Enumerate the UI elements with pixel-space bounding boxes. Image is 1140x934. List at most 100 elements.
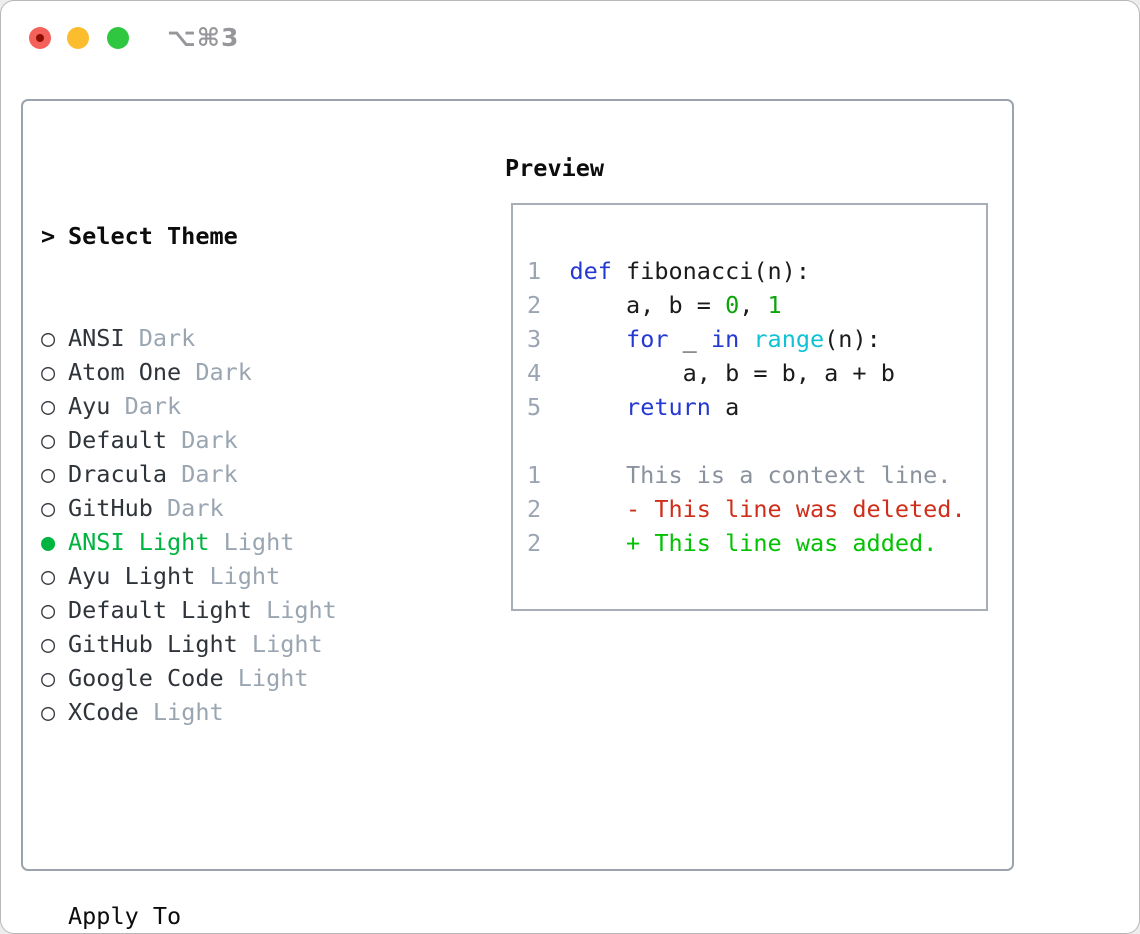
theme-variant: Dark [181, 358, 252, 386]
radio-icon: ○ [41, 562, 56, 590]
code-token: (n): [824, 325, 881, 353]
radio-icon: ○ [41, 358, 56, 386]
code-line: 2 - This line was deleted. [527, 492, 986, 526]
theme-item-ansi-light[interactable]: ● ANSI Light Light [41, 525, 437, 559]
spacer [41, 797, 437, 831]
theme-variant: Dark [167, 460, 238, 488]
theme-item-ayu-light[interactable]: ○ Ayu Light Light [41, 559, 437, 593]
code-token: range [753, 325, 825, 353]
theme-name: XCode [68, 698, 139, 726]
theme-variant: Light [138, 698, 224, 726]
minimize-button[interactable] [67, 27, 89, 49]
code-token: 1 [767, 291, 782, 319]
theme-variant: Light [251, 596, 337, 624]
theme-item-ansi[interactable]: ○ ANSI Dark [41, 321, 437, 355]
code-token: fibonacci(n): [611, 257, 810, 285]
theme-item-default[interactable]: ○ Default Dark [41, 423, 437, 457]
radio-icon: ○ [41, 630, 56, 658]
line-number: 1 [527, 257, 556, 285]
code-token: def [569, 257, 612, 285]
select-theme-title: Select Theme [68, 222, 238, 250]
theme-variant: Light [195, 562, 281, 590]
code-token: in [710, 325, 740, 353]
code-token: + This line was added. [555, 529, 938, 557]
code-line: 2 + This line was added. [527, 526, 986, 560]
apply-to-header: Apply To [41, 899, 437, 933]
code-token [555, 325, 626, 353]
radio-icon: ○ [41, 460, 56, 488]
theme-item-github[interactable]: ○GitHub Dark [41, 491, 437, 525]
theme-item-atom-one[interactable]: ○ Atom One Dark [41, 355, 437, 389]
theme-item-github-light[interactable]: ○GitHub Light Light [41, 627, 437, 661]
line-number: 5 [527, 393, 556, 421]
theme-item-default-light[interactable]: ○ Default Light Light [41, 593, 437, 627]
code-token: _ [668, 325, 711, 353]
code-token: This is a context line. [555, 461, 952, 489]
code-token [555, 257, 569, 285]
theme-item-xcode[interactable]: ○ XCode Light [41, 695, 437, 729]
line-number: 3 [527, 325, 556, 353]
radio-icon: ○ [41, 664, 56, 692]
code-line [527, 424, 986, 458]
close-button[interactable] [29, 27, 51, 49]
radio-icon: ○ [41, 596, 56, 624]
line-number [527, 427, 541, 455]
code-line: 2 a, b = 0, 1 [527, 288, 986, 322]
theme-variant: Light [223, 664, 309, 692]
code-token: for [626, 325, 669, 353]
window-shortcut-title: ⌥⌘3 [167, 23, 240, 52]
code-line: 4 a, b = b, a + b [527, 356, 986, 390]
radio-icon: ○ [41, 426, 56, 454]
theme-item-ayu[interactable]: ○ Ayu Dark [41, 389, 437, 423]
radio-icon: ○ [41, 494, 56, 522]
line-number: 2 [527, 529, 556, 557]
code-token [555, 393, 626, 421]
theme-variant: Light [209, 528, 295, 556]
theme-name: Dracula [68, 460, 168, 488]
radio-icon: ○ [41, 324, 56, 352]
close-modified-dot-icon [36, 34, 44, 42]
theme-name: GitHub [68, 494, 153, 522]
selected-radio-icon: ● [41, 528, 56, 556]
code-line: 1 This is a context line. [527, 458, 986, 492]
code-token [739, 325, 753, 353]
code-token: , [739, 291, 768, 319]
theme-item-google-code[interactable]: ○Google Code Light [41, 661, 437, 695]
theme-variant: Dark [124, 324, 196, 352]
code-token: 0 [725, 291, 740, 319]
zoom-button[interactable] [107, 27, 129, 49]
code-token: return [626, 393, 711, 421]
preview-title: Preview [505, 154, 605, 182]
radio-icon: ○ [41, 698, 56, 726]
titlebar: ⌥⌘3 [1, 1, 1139, 71]
line-number: 4 [527, 359, 556, 387]
code-token: a, b = [555, 291, 726, 319]
theme-name: ANSI [68, 324, 125, 352]
select-theme-header: > Select Theme [41, 219, 437, 253]
theme-item-dracula[interactable]: ○ Dracula Dark [41, 457, 437, 491]
theme-name: Ayu Light [68, 562, 196, 590]
cursor-icon: > [41, 222, 56, 250]
theme-name: Default Light [68, 596, 252, 624]
code-token: - This line was deleted. [555, 495, 966, 523]
code-line: 3 for _ in range(n): [527, 322, 986, 356]
code-token: a [710, 393, 740, 421]
apply-to-title: Apply To [68, 902, 182, 930]
theme-picker-panel: > Select Theme ○ ANSI Dark ○ Atom One Dark ○ A… [21, 99, 1014, 930]
line-number: 2 [527, 291, 556, 319]
apply-to-indent [41, 899, 68, 933]
theme-name: Atom One [68, 358, 182, 386]
code-line: 1 def fibonacci(n): [527, 254, 986, 288]
theme-list: ○ ANSI Dark ○ Atom One Dark ○ Ayu Dark ○ Defaul… [41, 321, 437, 729]
theme-picker-left-column: > Select Theme ○ ANSI Dark ○ Atom One Dark ○ A… [41, 151, 437, 933]
theme-name: Ayu [68, 392, 111, 420]
radio-icon: ○ [41, 392, 56, 420]
code-line: 5 return a [527, 390, 986, 424]
theme-variant: Dark [110, 392, 182, 420]
line-number: 1 [527, 461, 556, 489]
theme-name: ANSI Light [68, 528, 210, 556]
theme-variant: Dark [167, 426, 238, 454]
theme-name: Default [68, 426, 168, 454]
theme-name: GitHub Light [68, 630, 238, 658]
